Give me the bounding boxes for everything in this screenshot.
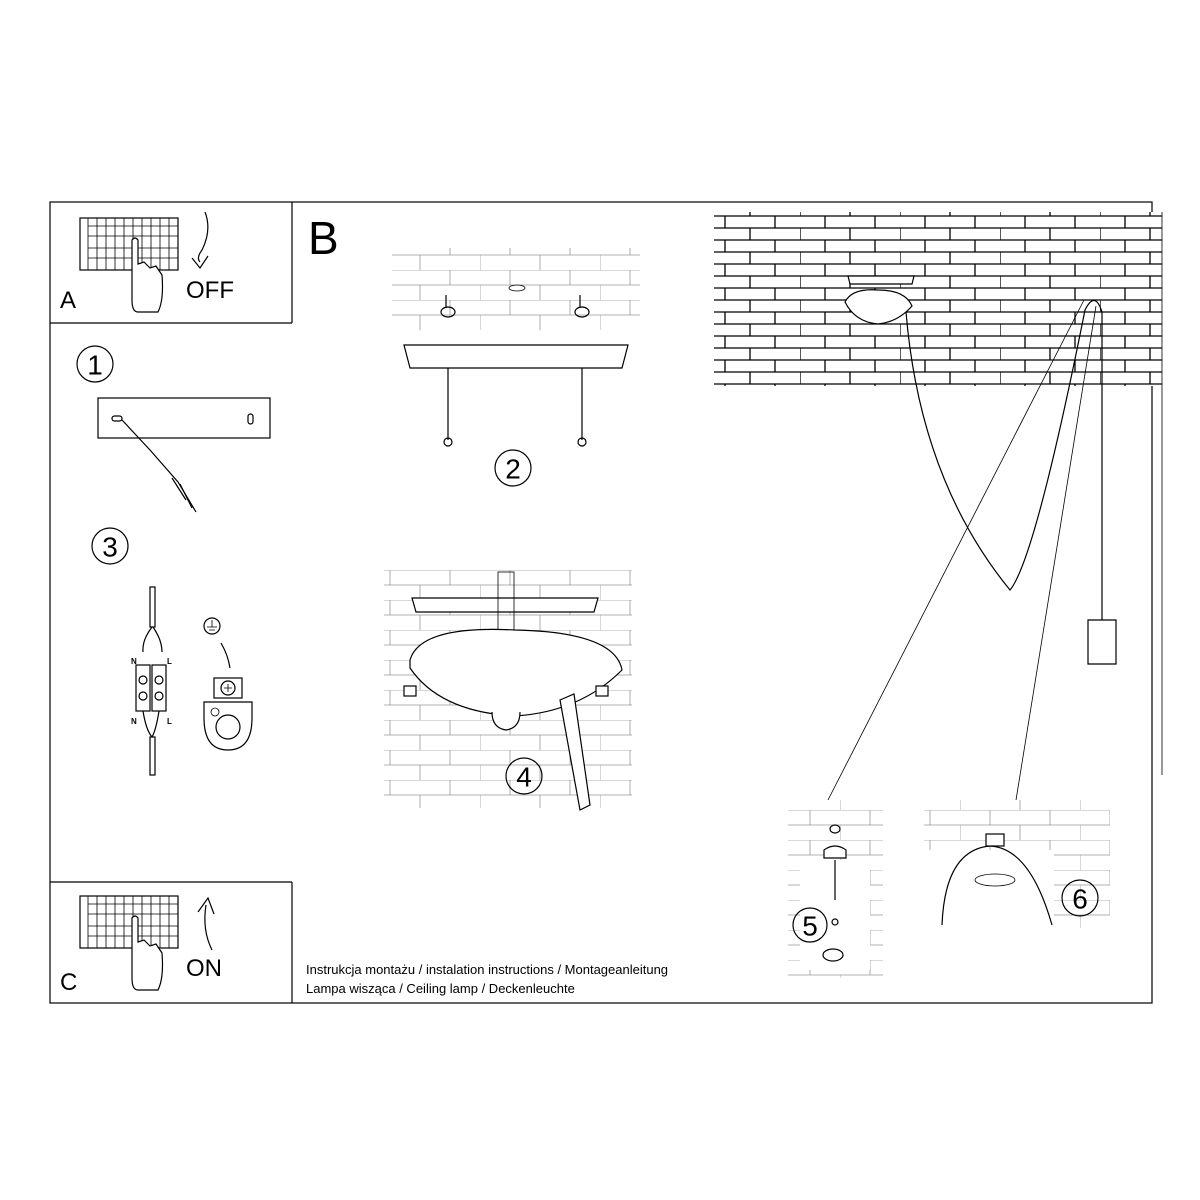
mounting-bracket-wire-illustration [97,397,271,513]
live-label-top: L [167,657,172,666]
step-3-number: 3 [102,532,118,563]
breaker-off-illustration [79,211,209,313]
neutral-label-bottom: N [131,717,137,726]
step-2-ceiling-drill-illustration [392,248,640,506]
brick-wall-with-pendant-illustration [714,212,1163,801]
breaker-on-illustration [79,895,215,991]
step-5-detail-illustration [788,800,883,978]
step-2-number: 2 [505,454,521,485]
terminal-block-illustration [135,586,167,776]
footer-product-name: Lampa wisząca / Ceiling lamp / Deckenleu… [306,981,575,996]
step-b-letter: B [308,212,339,264]
off-label: OFF [186,277,234,304]
sheet-frame [49,201,1153,1004]
live-label-bottom: L [167,717,172,726]
step-a-letter: A [60,287,76,314]
footer-instructions-title: Instrukcja montażu / instalation instruc… [306,962,668,977]
step-4-canopy-mount-illustration [384,570,632,811]
step-6-detail-illustration [924,800,1110,928]
ground-connection-illustration [203,617,253,751]
step-6-number: 6 [1072,884,1088,915]
step-1-number: 1 [87,350,103,381]
step-5-number: 5 [802,911,818,942]
step-4-number: 4 [516,762,532,793]
step-c-letter: C [60,969,77,996]
on-label: ON [186,955,222,982]
neutral-label-top: N [131,657,137,666]
